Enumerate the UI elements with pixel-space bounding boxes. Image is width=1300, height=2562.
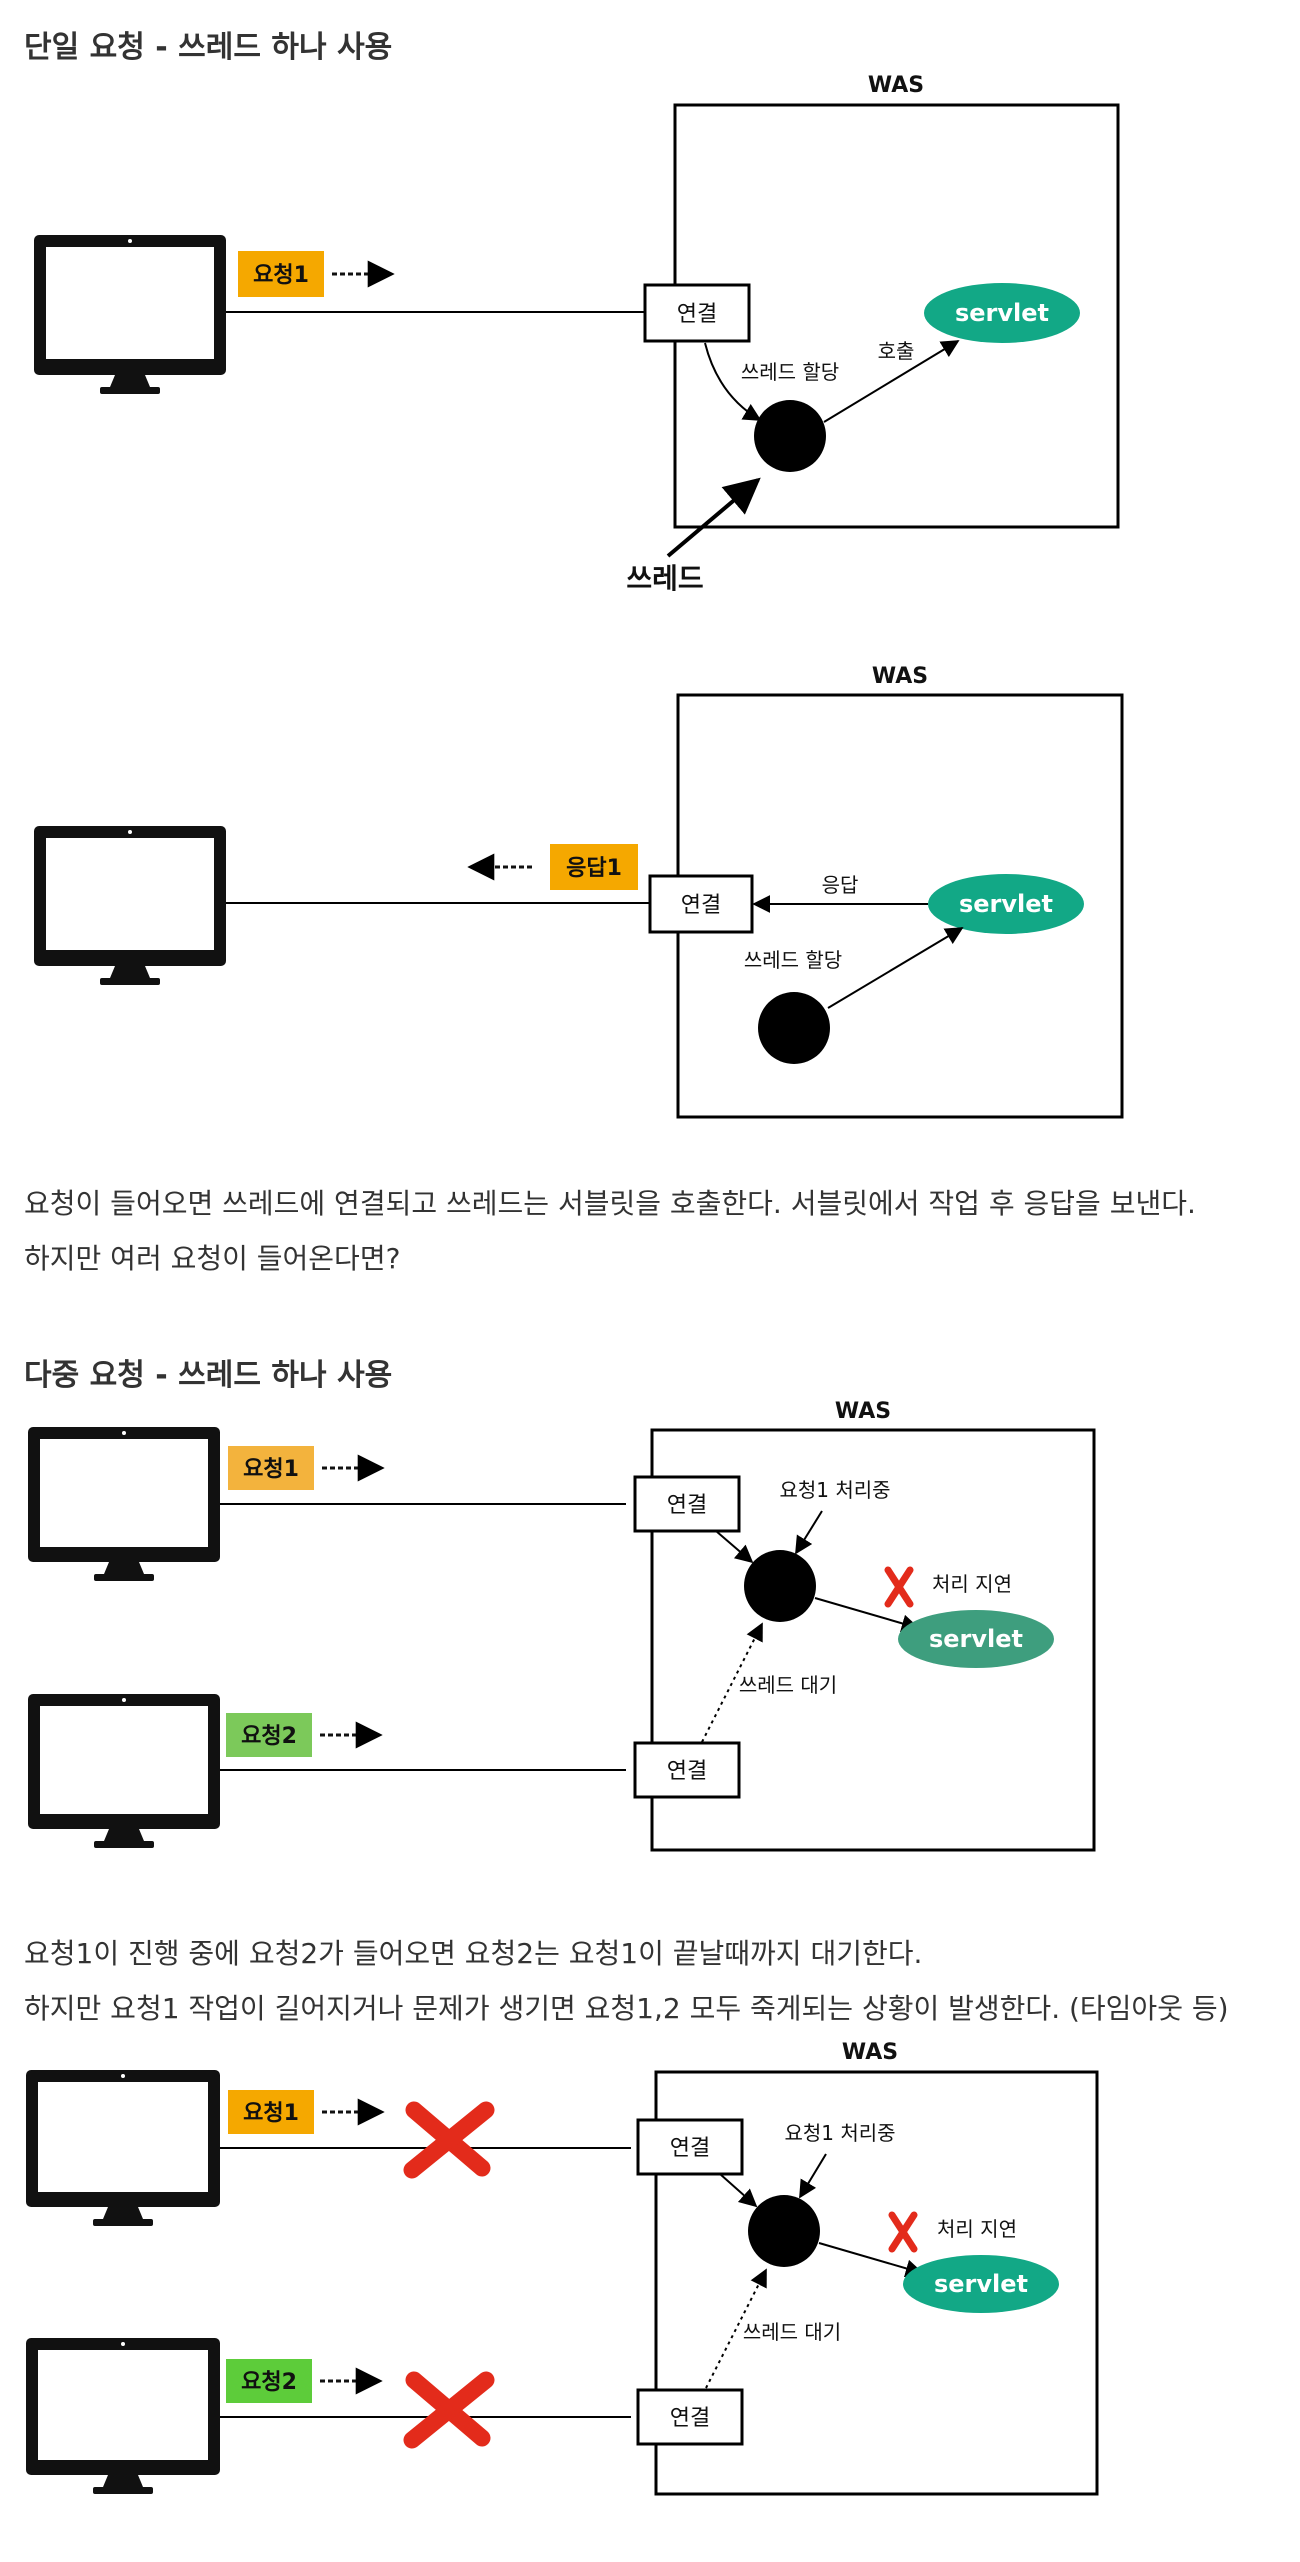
diagram-single-request: 요청1 WAS 연결 servlet 쓰레드 할당 호출 쓰레드 [34,73,1120,595]
was-box [650,1428,1096,1852]
cross-icon [884,1566,914,1608]
response-badge [550,844,638,890]
thread-wait-label: 쓰레드 대기 [739,1673,837,1697]
delay-label: 처리 지연 [937,2217,1017,2241]
thread-servlet-arrow [818,2242,924,2278]
cross-icon [403,2371,495,2449]
servlet-node [928,874,1084,934]
request1-badge-label: 요청1 [243,2101,299,2126]
connection2-box [636,2388,744,2446]
thread-servlet-arrow [827,927,964,1009]
monitor-icon [26,2070,220,2226]
diagram-multi-request: 요청1 요청2 WAS 연결 연결 요청1 처리중 처리 지연 servlet … [28,1399,1096,1852]
monitor-icon [28,1694,220,1848]
servlet-label: servlet [959,890,1053,918]
cross-icon [888,2211,918,2253]
diagram-multi-request-timeout: 요청1 요청2 WAS 연결 연결 요청1 처리중 처리 지연 servlet … [26,2040,1099,2496]
request2-badge [226,2359,312,2403]
diagram-single-response: 응답1 WAS 연결 servlet 응답 쓰레드 할당 [34,664,1124,1119]
connection1-thread-arrow [715,1530,754,1564]
paragraph-2-line-2: 하지만 요청1 작업이 길어지거나 문제가 생기면 요청1,2 모두 죽게되는 … [24,1992,1229,2025]
request1-badge-label: 요청1 [243,1457,299,1482]
request2-badge [226,1713,312,1757]
request-badge-label: 요청1 [253,263,309,288]
thread-wait-label: 쓰레드 대기 [743,2320,841,2344]
paragraph-2-line-1: 요청1이 진행 중에 요청2가 들어오면 요청2는 요청1이 끝날때까지 대기한… [24,1937,923,1970]
request1-badge [228,1446,314,1490]
was-label: WAS [842,2040,898,2065]
request1-badge [228,2090,314,2134]
monitor-icon [28,1427,220,1581]
thread-wait-arrow [701,1622,763,1743]
servlet-node [924,283,1080,343]
processing-pointer-arrow [799,2153,827,2199]
connection1-label: 연결 [670,2136,710,2161]
thread-assign-label: 쓰레드 할당 [744,948,842,972]
connection1-box [633,1475,741,1533]
servlet-label: servlet [929,1625,1023,1653]
connection-label: 연결 [677,302,717,327]
servlet-node [898,1610,1054,1668]
request2-badge-label: 요청2 [241,2370,297,2395]
was-label: WAS [835,1399,891,1424]
monitor-icon [26,2338,220,2494]
processing-label: 요청1 처리중 [784,2121,895,2145]
response-badge-label: 응답1 [566,856,622,881]
thread-circle [754,400,826,472]
was-label: WAS [868,73,924,98]
was-label: WAS [872,664,928,689]
call-label: 호출 [878,339,915,363]
thread-assign-arrow [704,342,762,421]
servlet-label: servlet [955,299,1049,327]
connection1-thread-arrow [719,2173,758,2208]
connection2-label: 연결 [667,1759,707,1784]
processing-pointer-arrow [795,1510,823,1555]
connection1-box [636,2118,744,2176]
request-badge [238,251,324,297]
connection2-label: 연결 [670,2406,710,2431]
thread-circle [748,2195,820,2267]
servlet-label: servlet [934,2270,1028,2298]
connection1-label: 연결 [667,1493,707,1518]
call-arrow [823,340,960,423]
connection-label: 연결 [681,893,721,918]
paragraph-1-line-1: 요청이 들어오면 쓰레드에 연결되고 쓰레드는 서블릿을 호출한다. 서블릿에서… [24,1187,1196,1220]
thread-circle [758,992,830,1064]
connection-box [643,283,751,343]
thread-assign-label: 쓰레드 할당 [741,360,839,384]
thread-label: 쓰레드 [626,562,703,595]
thread-wait-arrow [705,2268,767,2389]
servlet-node [903,2255,1059,2313]
thread-servlet-arrow [814,1597,920,1633]
was-box [654,2070,1099,2496]
connection-box [648,874,754,934]
monitor-icon [34,235,226,394]
section1-heading: 단일 요청 - 쓰레드 하나 사용 [24,30,393,65]
connection2-box [633,1741,741,1799]
section2-heading: 다중 요청 - 쓰레드 하나 사용 [24,1358,393,1393]
request2-badge-label: 요청2 [241,1724,297,1749]
paragraph-1-line-2: 하지만 여러 요청이 들어온다면? [24,1242,401,1275]
thread-circle [744,1550,816,1622]
monitor-icon [34,826,226,985]
response-label: 응답 [822,873,859,897]
delay-label: 처리 지연 [932,1572,1012,1596]
cross-icon [403,2101,495,2179]
thread-pointer-arrow [666,477,761,558]
processing-label: 요청1 처리중 [779,1478,890,1502]
